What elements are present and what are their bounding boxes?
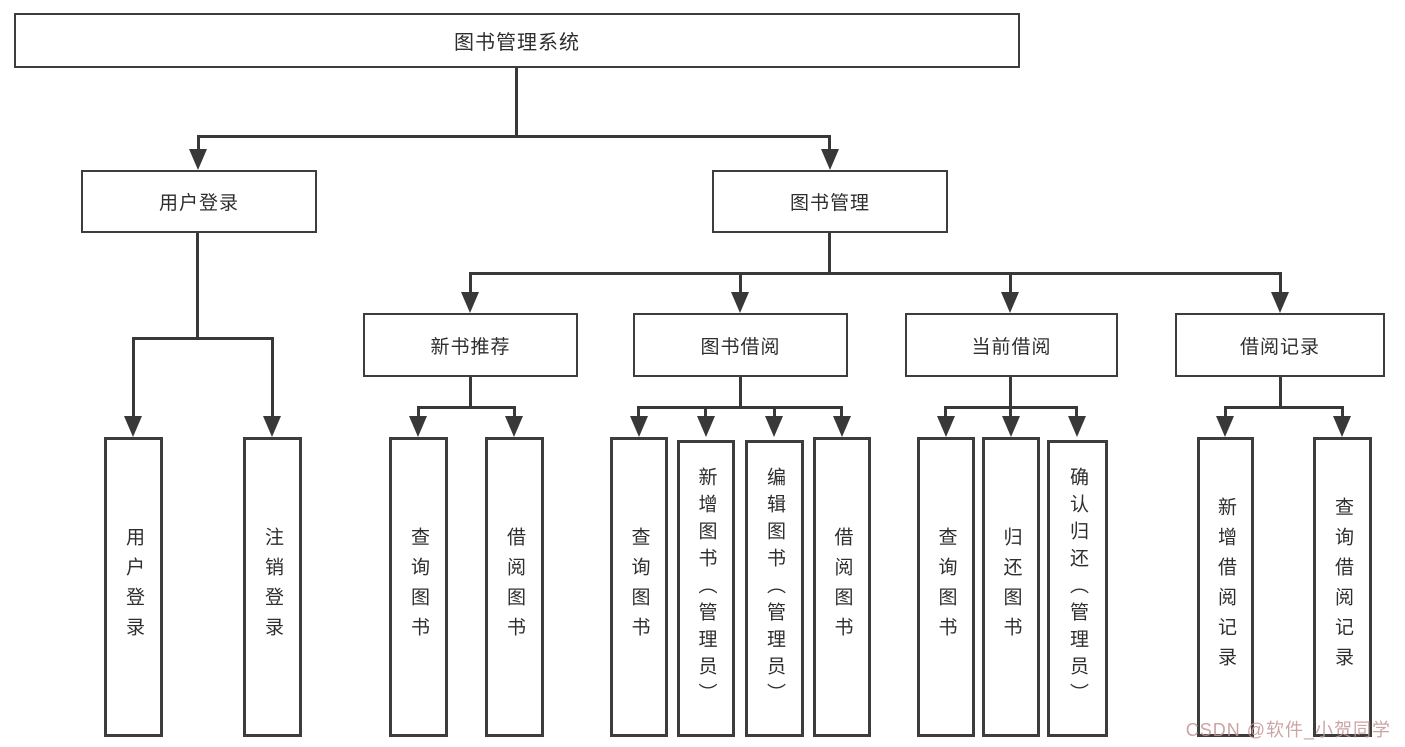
connector-line [1279, 377, 1282, 406]
leaf-add-book-label: 新增图书（管理员） [695, 467, 717, 710]
node-root-label: 图书管理系统 [454, 32, 580, 54]
arrow-down-icon [1333, 416, 1351, 437]
arrow-down-icon [505, 416, 523, 437]
leaf-add-record: 新增借阅记录 [1197, 437, 1254, 737]
connector-line [704, 406, 707, 418]
connector-line [739, 377, 742, 406]
connector-line [271, 337, 274, 417]
connector-line [1224, 406, 1227, 418]
arrow-down-icon [731, 292, 749, 313]
arrow-down-icon [263, 416, 281, 437]
connector-line [944, 406, 947, 418]
arrow-down-icon [189, 149, 207, 170]
leaf-logout-label: 注销登录 [262, 527, 283, 647]
leaf-query-record-label: 查询借阅记录 [1332, 497, 1353, 677]
node-new-book-rec: 新书推荐 [363, 313, 578, 377]
arrow-down-icon [1001, 292, 1019, 313]
leaf-user-login-label: 用户登录 [123, 527, 144, 647]
connector-line [197, 135, 200, 153]
leaf-borrow-book-1: 借阅图书 [485, 437, 544, 737]
connector-line [515, 68, 518, 135]
leaf-confirm-return: 确认归还（管理员） [1047, 440, 1108, 737]
arrow-down-icon [937, 416, 955, 437]
connector-line [417, 406, 516, 409]
leaf-borrow-book-1-label: 借阅图书 [504, 527, 525, 647]
csdn-watermark: CSDN @软件_小贺同学 [1185, 720, 1391, 740]
arrow-down-icon [1271, 292, 1289, 313]
connector-line [773, 406, 776, 418]
arrow-down-icon [1002, 416, 1020, 437]
connector-line [1224, 406, 1344, 409]
connector-line [1009, 377, 1012, 406]
leaf-return-book-label: 归还图书 [1000, 527, 1022, 647]
node-user-login: 用户登录 [81, 170, 317, 233]
leaf-user-login: 用户登录 [104, 437, 163, 737]
node-book-borrow: 图书借阅 [633, 313, 848, 377]
node-user-login-label: 用户登录 [158, 193, 239, 214]
connector-line [469, 377, 472, 406]
node-book-borrow-label: 图书借阅 [700, 336, 781, 358]
connector-line [828, 135, 831, 153]
node-new-book-rec-label: 新书推荐 [430, 336, 511, 358]
leaf-confirm-return-label: 确认归还（管理员） [1067, 467, 1088, 710]
connector-line [132, 337, 273, 340]
leaf-query-book-1: 查询图书 [389, 437, 448, 737]
leaf-query-book-2-label: 查询图书 [628, 527, 650, 647]
node-book-mgmt: 图书管理 [712, 170, 948, 233]
leaf-query-book-3-label: 查询图书 [935, 527, 957, 647]
connector-line [1009, 272, 1012, 294]
connector-line [828, 233, 831, 272]
arrow-down-icon [1216, 416, 1234, 437]
arrow-down-icon [124, 416, 142, 437]
leaf-query-book-3: 查询图书 [917, 437, 975, 737]
connector-line [1075, 406, 1078, 418]
connector-line [1341, 406, 1344, 418]
node-book-mgmt-label: 图书管理 [789, 193, 870, 214]
leaf-edit-book: 编辑图书（管理员） [745, 440, 804, 737]
arrow-down-icon [697, 416, 715, 437]
connector-line [1009, 406, 1012, 418]
connector-line [469, 272, 472, 294]
arrow-down-icon [1068, 416, 1086, 437]
leaf-borrow-book-2-label: 借阅图书 [831, 527, 853, 647]
leaf-return-book: 归还图书 [982, 437, 1040, 737]
leaf-borrow-book-2: 借阅图书 [813, 437, 871, 737]
arrow-down-icon [409, 416, 427, 437]
connector-line [739, 272, 742, 294]
leaf-edit-book-label: 编辑图书（管理员） [764, 467, 785, 710]
arrow-down-icon [833, 416, 851, 437]
leaf-add-record-label: 新增借阅记录 [1215, 497, 1236, 677]
leaf-query-record: 查询借阅记录 [1313, 437, 1372, 737]
connector-line [469, 272, 1282, 275]
leaf-add-book: 新增图书（管理员） [677, 440, 735, 737]
connector-line [840, 406, 843, 418]
node-current-borrow: 当前借阅 [905, 313, 1118, 377]
arrow-down-icon [630, 416, 648, 437]
connector-line [196, 233, 199, 337]
leaf-logout: 注销登录 [243, 437, 302, 737]
connector-line [513, 406, 516, 418]
arrow-down-icon [461, 292, 479, 313]
connector-line [132, 337, 135, 417]
connector-line [637, 406, 843, 409]
connector-line [1279, 272, 1282, 294]
node-root: 图书管理系统 [14, 13, 1020, 68]
arrow-down-icon [821, 149, 839, 170]
leaf-query-book-2: 查询图书 [610, 437, 668, 737]
leaf-query-book-1-label: 查询图书 [408, 527, 429, 647]
connector-line [197, 135, 831, 138]
connector-line [417, 406, 420, 418]
connector-line [637, 406, 640, 418]
node-borrow-record: 借阅记录 [1175, 313, 1385, 377]
node-current-borrow-label: 当前借阅 [971, 336, 1052, 358]
node-borrow-record-label: 借阅记录 [1239, 336, 1320, 358]
arrow-down-icon [765, 416, 783, 437]
